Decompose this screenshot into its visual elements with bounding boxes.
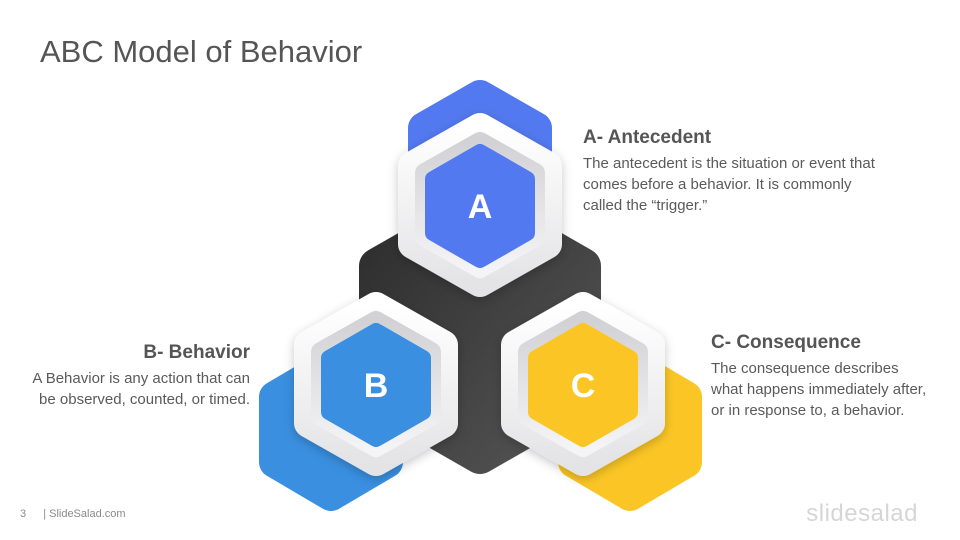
antecedent-heading: A- Antecedent	[583, 127, 712, 148]
page-number: 3	[20, 508, 27, 520]
node-a-hexagon	[425, 144, 535, 268]
node-c-letter: C	[571, 367, 596, 405]
consequence-description: The consequence describes what happens i…	[711, 359, 927, 419]
slide-footer: 3 | SlideSalad.com	[20, 508, 126, 520]
consequence-heading: C- Consequence	[711, 332, 861, 353]
node-c: C	[501, 292, 665, 476]
antecedent-description: The antecedent is the situation or event…	[583, 154, 875, 214]
brand-logo: slidesalad	[806, 500, 918, 527]
node-a-letter: A	[468, 188, 493, 226]
footer-site-text: | SlideSalad.com	[43, 508, 126, 520]
node-b-hexagon	[321, 323, 431, 447]
node-c-hexagon	[528, 323, 638, 447]
behavior-text-block: B- Behavior A Behavior is any action tha…	[30, 342, 250, 410]
slide-title: ABC Model of Behavior	[40, 34, 363, 69]
behavior-heading: B- Behavior	[143, 342, 250, 363]
antecedent-text-block: A- Antecedent The antecedent is the situ…	[583, 127, 883, 216]
consequence-text-block: C- Consequence The consequence describes…	[711, 332, 931, 421]
node-b: B	[294, 292, 458, 476]
behavior-description: A Behavior is any action that can be obs…	[32, 369, 250, 408]
node-a: A	[398, 113, 562, 297]
node-b-letter: B	[364, 367, 389, 405]
